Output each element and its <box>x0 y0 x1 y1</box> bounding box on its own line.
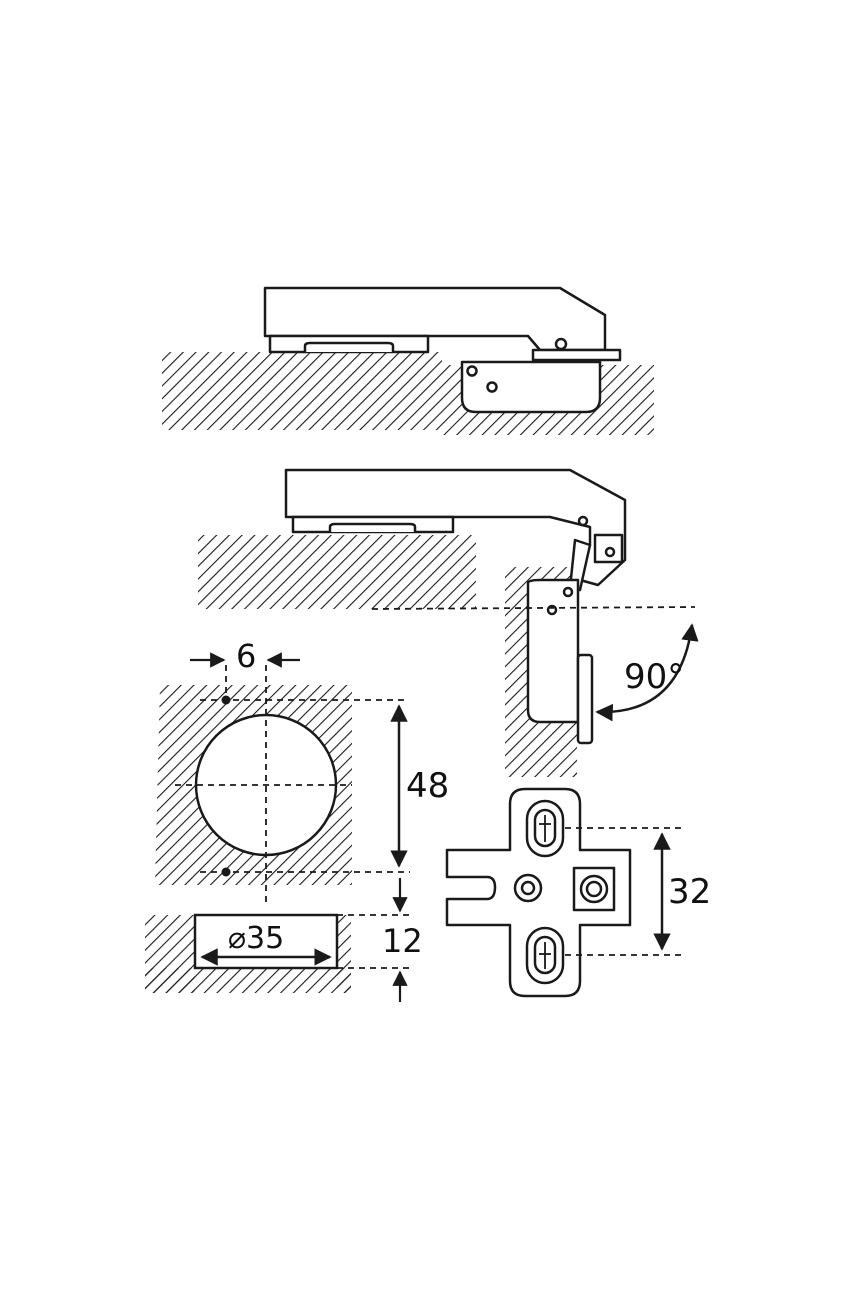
depth-label: 12 <box>382 922 423 960</box>
mounting-plate-view <box>445 787 682 998</box>
cabinet-side-hatch-2 <box>198 535 476 609</box>
plate-spacing-label: 32 <box>668 872 711 912</box>
cabinet-side-hatch <box>162 352 442 430</box>
offset-label: 6 <box>236 637 256 675</box>
mounting-plate-outline <box>445 787 632 998</box>
diameter-label: ⌀35 <box>228 921 284 956</box>
angle-arc <box>595 623 699 722</box>
open-hinge-view <box>198 468 699 777</box>
boring-pattern-view <box>145 652 412 1002</box>
depth-section-hatch-bottom <box>145 968 351 993</box>
closed-hinge-view <box>162 286 654 435</box>
hinge-cup <box>460 360 602 414</box>
hinge-cup-open <box>526 578 580 724</box>
spacing-label: 48 <box>406 766 449 806</box>
angle-label: 90° <box>624 657 684 697</box>
